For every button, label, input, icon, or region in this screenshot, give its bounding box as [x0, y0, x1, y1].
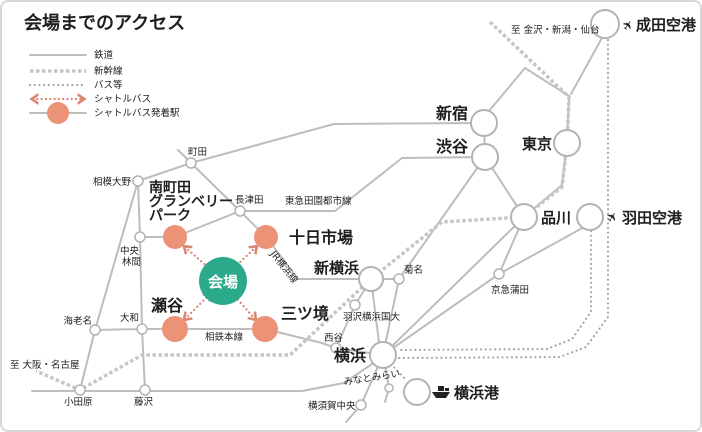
hub-narita-airport-marker	[590, 9, 620, 39]
bus-lines	[389, 38, 610, 383]
rail-line-odakyu-odawara	[79, 122, 485, 391]
shuttle-station-tokaichiba-marker	[254, 225, 278, 249]
station-sagamiono-label: 相模大野	[93, 176, 132, 188]
station-ebina-label: 海老名	[63, 315, 92, 327]
airplane-icon: ✈	[604, 209, 623, 227]
rail-line-tokaido-west	[31, 359, 379, 392]
shuttle-station-minamimachida-label-1: 南町田	[149, 179, 191, 196]
station-kikuna-label: 菊名	[404, 264, 423, 276]
shuttle-station-seya-marker	[162, 316, 188, 342]
station-fujisawa-label: 藤沢	[134, 396, 154, 408]
legend-railway-label: 鉄道	[94, 49, 114, 61]
rail-line-narita-express	[570, 35, 604, 95]
shinkansen-line	[35, 20, 571, 392]
station-odawara-marker	[74, 384, 86, 396]
station-chuorinkan-marker	[134, 231, 146, 243]
hub-yokohama-port-label: 横浜港	[454, 384, 500, 402]
station-kikuna-marker	[393, 273, 405, 285]
station-hazawa-marker	[349, 299, 361, 311]
venue-circle	[199, 257, 247, 305]
shuttle-line-mitsukyo	[233, 294, 255, 319]
station-yokosuka-chuo-marker	[355, 399, 367, 411]
hub-shinyokohama-label: 新横浜	[314, 259, 359, 277]
station-fujisawa-marker	[139, 384, 151, 396]
shuttle-station-minamimachida-label-3: パーク	[149, 208, 191, 224]
station-yamato-label: 大和	[120, 312, 139, 324]
station-nishiya-marker	[330, 342, 342, 354]
station-hazawa-label: 羽沢横浜国大	[343, 311, 401, 323]
hub-yokohama-port-marker	[403, 378, 431, 406]
hub-narita-airport-label: 成田空港	[636, 16, 697, 34]
bus-line-yokohama-port	[389, 362, 409, 383]
rail-line-chuo-tokyo	[483, 67, 570, 144]
venue-label: 会場	[208, 273, 238, 291]
rail-line-jr-yokohama	[177, 149, 395, 280]
shuttle-station-minamimachida-label-2: グランベリー	[149, 193, 233, 210]
station-keikyu-kamata-label: 京急蒲田	[491, 284, 529, 296]
station-markers	[74, 9, 620, 411]
legend-shinkansen-label: 新幹線	[94, 65, 123, 77]
rail-line-tokaido-shinagawa-yokohama	[382, 216, 525, 356]
station-nagatsuta-label: 長津田	[235, 195, 264, 206]
hub-shinyokohama-marker	[358, 266, 384, 292]
hub-shinjuku-marker	[470, 109, 498, 137]
legend: 鉄道 新幹線 バス等 シャトルバス シャトルバス発着駅	[28, 49, 180, 124]
hub-shinagawa-marker	[510, 203, 538, 231]
hub-haneda-airport-label: 羽田空港	[622, 209, 683, 227]
shuttle-station-tokaichiba-label: 十日市場	[289, 228, 353, 247]
station-yamato-marker	[136, 323, 148, 335]
station-nagatsuta-marker	[234, 205, 246, 217]
legend-shuttle-label: シャトルバス	[94, 94, 151, 105]
legend-shuttle-station-label: シャトルバス発着駅	[94, 107, 180, 119]
station-nishiya-label: 西谷	[324, 333, 344, 344]
station-machida-label: 町田	[188, 147, 207, 158]
shuttle-line-minamimachida	[185, 247, 210, 269]
hub-yokohama-label: 横浜	[334, 346, 366, 365]
station-sagamiono-marker	[132, 175, 144, 187]
line-label-sotetsu: 相鉄本線	[205, 331, 244, 343]
shuttle-station-minamimachida-marker	[163, 225, 187, 249]
station-ebina-marker	[89, 324, 101, 336]
page-title: 会場までのアクセス	[24, 12, 185, 34]
station-machida-marker	[185, 157, 197, 169]
legend-shuttle-station-sample-circle	[47, 102, 69, 124]
hub-haneda-airport-marker	[576, 203, 604, 231]
hub-shibuya-marker	[471, 143, 499, 171]
rail-line-keikyu-south	[345, 273, 500, 423]
line-label-denentoshi: 東急田園都市線	[285, 195, 352, 207]
rail-line-odakyu-enoshima	[137, 180, 146, 391]
line-label-jr-yokohama: JR横浜線	[267, 248, 301, 286]
legend-bus-label: バス等	[94, 79, 123, 91]
direction-osaka-label: 至 大阪・名古屋	[10, 359, 80, 371]
ship-icon	[432, 386, 450, 398]
hub-tokyo-label: 東京	[522, 135, 552, 153]
station-keikyu-kamata-marker	[493, 268, 505, 280]
hub-yokohama-marker	[369, 341, 397, 369]
station-yokosuka-chuo-label: 横須賀中央	[308, 400, 356, 412]
venue-marker: 会場	[199, 257, 247, 305]
station-odawara-label: 小田原	[64, 397, 93, 408]
bus-line-narita	[397, 38, 610, 360]
direction-kanazawa-label: 至 金沢・新潟・仙台	[511, 24, 600, 36]
hub-shinagawa-label: 品川	[541, 209, 571, 227]
hub-shibuya-label: 渋谷	[436, 137, 469, 156]
shuttle-line-seya	[185, 294, 210, 319]
shuttle-station-mitsukyo-marker	[252, 316, 278, 342]
station-minatomirai-marker	[384, 383, 394, 393]
station-chuorinkan-label-2: 林間	[122, 256, 141, 268]
shuttle-station-seya-label: 瀬谷	[151, 296, 184, 315]
station-chuorinkan-label-1: 中央	[120, 245, 140, 257]
rail-line-sotetsu-main	[94, 328, 377, 355]
shuttle-station-mitsukyo-label: 三ツ境	[281, 304, 329, 323]
hub-tokyo-marker	[553, 129, 581, 157]
hub-shinjuku-label: 新宿	[436, 104, 468, 123]
